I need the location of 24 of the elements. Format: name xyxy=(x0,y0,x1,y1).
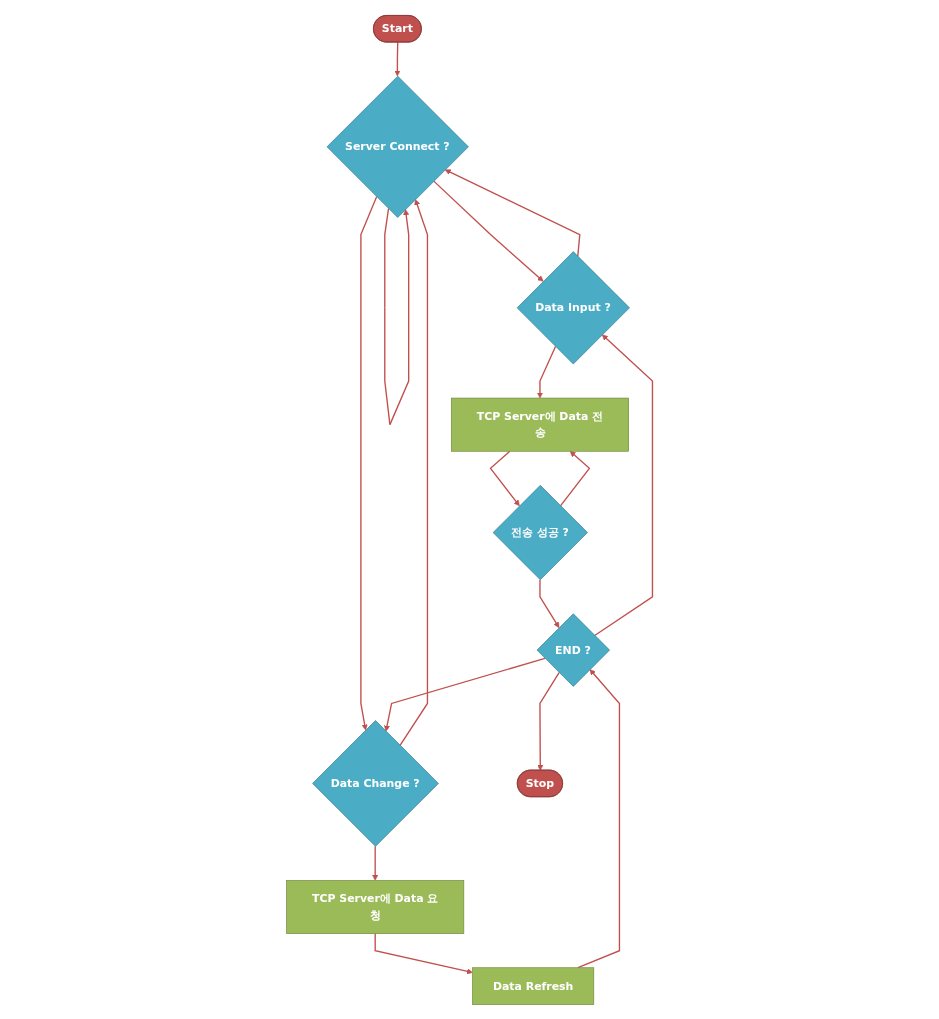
node-box: TCP Server에 Data 전송 xyxy=(451,397,629,452)
arrow xyxy=(374,932,473,974)
arrow xyxy=(360,195,378,730)
arrow xyxy=(384,207,410,425)
arrow xyxy=(444,168,581,257)
arrow xyxy=(489,450,520,506)
node-diamond: 전송 성공 ? xyxy=(492,484,588,580)
node-box: Data Refresh xyxy=(472,966,595,1005)
arrow xyxy=(577,668,621,968)
arrow xyxy=(537,671,560,771)
arrow xyxy=(539,578,560,628)
arrow xyxy=(394,41,401,76)
node-diamond: Server Connect ? xyxy=(326,75,469,218)
node-diamond: Data Change ? xyxy=(312,719,439,847)
arrow xyxy=(399,198,429,746)
arrow xyxy=(559,450,591,507)
arrow xyxy=(384,657,546,731)
node-box: TCP Server에 Data 요청 xyxy=(286,879,465,934)
arrow xyxy=(536,345,557,398)
node-diamond: END ? xyxy=(536,613,610,687)
arrow xyxy=(372,845,379,881)
arrow xyxy=(594,333,654,636)
arrow xyxy=(433,179,544,282)
node-diamond: Data Input ? xyxy=(516,250,630,364)
